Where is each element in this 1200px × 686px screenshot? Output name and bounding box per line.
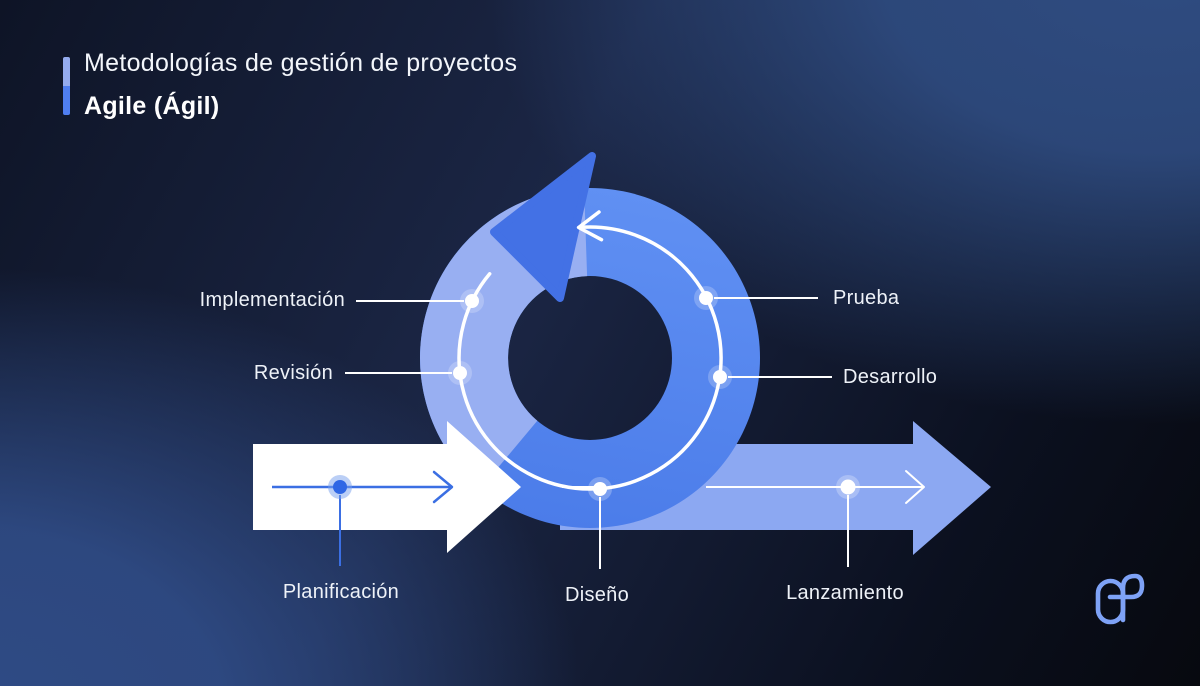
step-label-desarrollo: Desarrollo	[843, 366, 938, 388]
step-label-planificacion: Planificación	[282, 581, 400, 603]
step-label-lanzamiento: Lanzamiento	[786, 582, 904, 604]
step-dot-diseno	[588, 477, 612, 501]
eyebrow-title: Metodologías de gestión de proyectos	[84, 49, 518, 77]
step-label-prueba: Prueba	[833, 287, 900, 309]
step-dot-prueba	[694, 286, 718, 310]
step-dot-implementacion	[460, 289, 484, 313]
accent-bar	[63, 57, 70, 115]
step-dot-revision	[448, 361, 472, 385]
step-dot-desarrollo	[708, 365, 732, 389]
header: Metodologías de gestión de proyectos Agi…	[63, 51, 517, 119]
cycle-path	[457, 225, 723, 491]
step-label-diseno: Diseño	[564, 584, 630, 606]
brand-logo-icon	[1095, 573, 1145, 625]
step-label-revision: Revisión	[253, 362, 333, 384]
cycle-path-arrow-icon	[576, 210, 604, 242]
step-dot-planificacion	[328, 475, 352, 499]
page-title: Agile (Ágil)	[84, 92, 220, 120]
launch-flow-arrow-icon	[905, 470, 925, 504]
plan-flow-arrow-icon	[432, 470, 454, 504]
cycle-arrowhead-icon	[490, 152, 596, 302]
step-label-implementacion: Implementación	[199, 289, 345, 311]
step-dot-lanzamiento	[836, 475, 860, 499]
